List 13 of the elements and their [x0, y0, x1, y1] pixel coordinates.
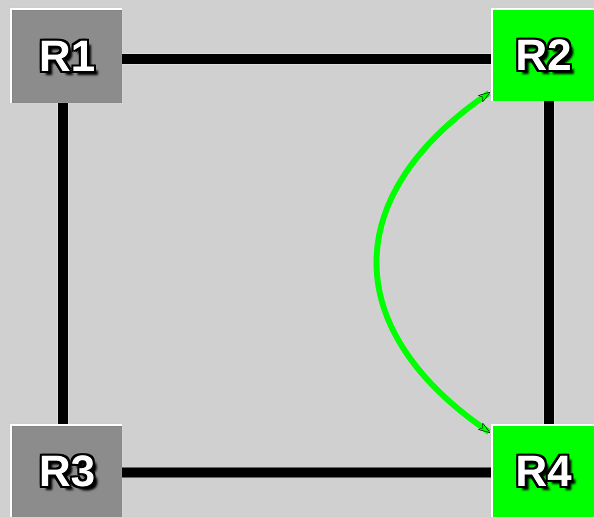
router-label: R3 — [38, 446, 96, 496]
router-box — [491, 8, 594, 101]
curved-arrow — [374, 90, 491, 434]
link-line — [544, 101, 554, 424]
router-box — [10, 424, 122, 517]
link-line — [122, 468, 491, 478]
router-label: R1 — [38, 32, 96, 82]
router-label: R4 — [515, 446, 572, 496]
link-line — [58, 103, 68, 424]
link-line — [122, 54, 491, 64]
router-box — [491, 424, 594, 517]
router-box — [10, 8, 122, 103]
router-label: R2 — [515, 30, 572, 80]
